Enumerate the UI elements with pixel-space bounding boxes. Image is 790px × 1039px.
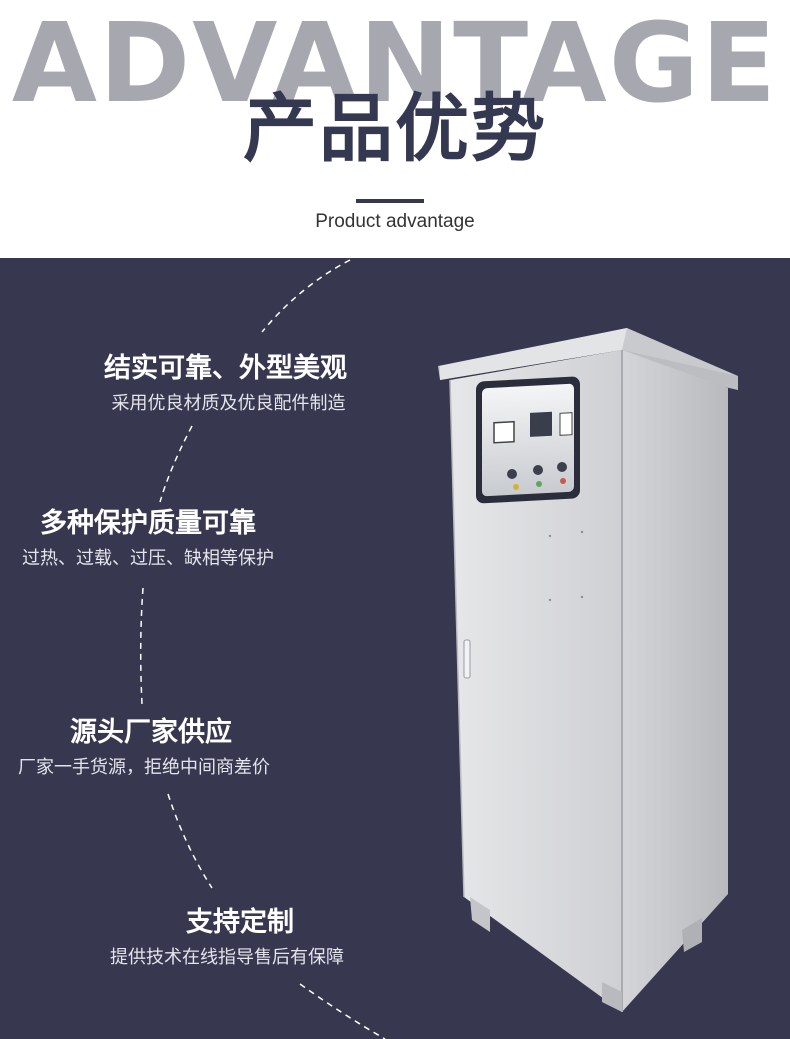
electrical-control-cabinet-icon [438, 328, 738, 1012]
feature-item-customization: 支持定制 提供技术在线指导售后有保障 [110, 908, 344, 967]
feature-title: 结实可靠、外型美观 [104, 353, 347, 384]
feature-description: 厂家一手货源，拒绝中间商差价 [18, 756, 270, 778]
feature-description: 提供技术在线指导售后有保障 [110, 946, 344, 968]
title-underline [356, 199, 424, 203]
dashed-arc-decoration [139, 259, 386, 1039]
feature-title: 多种保护质量可靠 [40, 508, 256, 539]
feature-title: 支持定制 [186, 907, 294, 938]
section-header: ADVANTAGE 产品优势 Product advantage [0, 0, 790, 258]
feature-title: 源头厂家供应 [70, 717, 232, 748]
section-title: 产品优势 [243, 86, 547, 172]
feature-item-direct-supply: 源头厂家供应 厂家一手货源，拒绝中间商差价 [18, 718, 270, 777]
feature-item-protection: 多种保护质量可靠 过热、过载、过压、缺相等保护 [22, 509, 274, 568]
background-word: ADVANTAGE [11, 0, 779, 127]
feature-description: 采用优良材质及优良配件制造 [111, 392, 346, 414]
section-subtitle: Product advantage [315, 211, 475, 232]
feature-item-sturdy: 结实可靠、外型美观 采用优良材质及优良配件制造 [104, 354, 347, 413]
feature-description: 过热、过载、过压、缺相等保护 [22, 547, 274, 569]
